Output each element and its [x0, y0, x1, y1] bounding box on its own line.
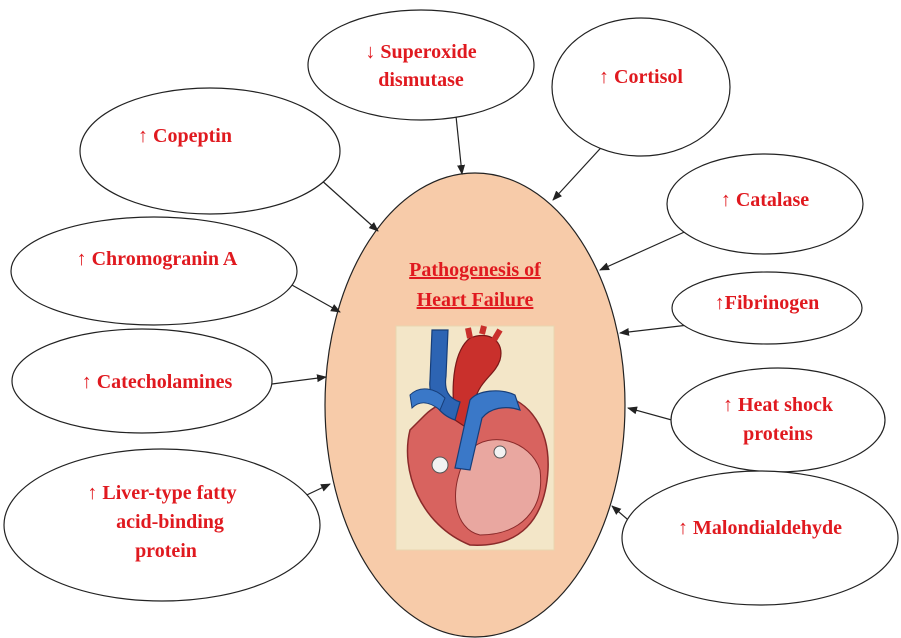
node-superoxide-line2: dismutase [378, 69, 464, 91]
node-fibrinogen-line1: ↑Fibrinogen [715, 292, 819, 314]
node-lfabp-line1: ↑ Liver-type fatty [87, 482, 236, 504]
center-title-line1: Pathogenesis of [409, 259, 541, 281]
node-cortisol-line1: ↑ Cortisol [599, 66, 683, 88]
node-heat-shock-line2: proteins [743, 423, 813, 445]
node-heat-shock: ↑ Heat shock proteins [671, 368, 885, 472]
node-malondialdehyde-line1: ↑ Malondialdehyde [678, 517, 842, 539]
node-lfabp-line2: acid-binding [116, 511, 224, 533]
node-superoxide: ↓ Superoxide dismutase [308, 10, 534, 120]
node-copeptin-line1: ↑ Copeptin [138, 125, 232, 147]
node-catalase: ↑ Catalase [667, 154, 863, 254]
center-title-line2: Heart Failure [417, 289, 534, 311]
heart-illustration [396, 326, 554, 550]
node-lfabp-line3: protein [135, 540, 197, 562]
node-malondialdehyde: ↑ Malondialdehyde [622, 471, 898, 605]
node-lfabp: ↑ Liver-type fatty acid-binding protein [4, 449, 320, 601]
node-chromogranin-line1: ↑ Chromogranin A [77, 248, 238, 270]
node-heat-shock-line1: ↑ Heat shock [723, 394, 834, 416]
arrow-superoxide [456, 116, 462, 174]
node-cortisol: ↑ Cortisol [552, 18, 730, 156]
arrow-catecholamines [272, 377, 326, 384]
node-fibrinogen: ↑Fibrinogen [672, 272, 862, 344]
node-chromogranin: ↑ Chromogranin A [11, 217, 297, 325]
node-catalase-line1: ↑ Catalase [721, 189, 809, 211]
node-catecholamines-line1: ↑ Catecholamines [82, 371, 233, 393]
node-copeptin: ↑ Copeptin [80, 88, 340, 214]
node-catecholamines: ↑ Catecholamines [12, 329, 272, 433]
node-superoxide-line1: ↓ Superoxide [365, 41, 476, 63]
